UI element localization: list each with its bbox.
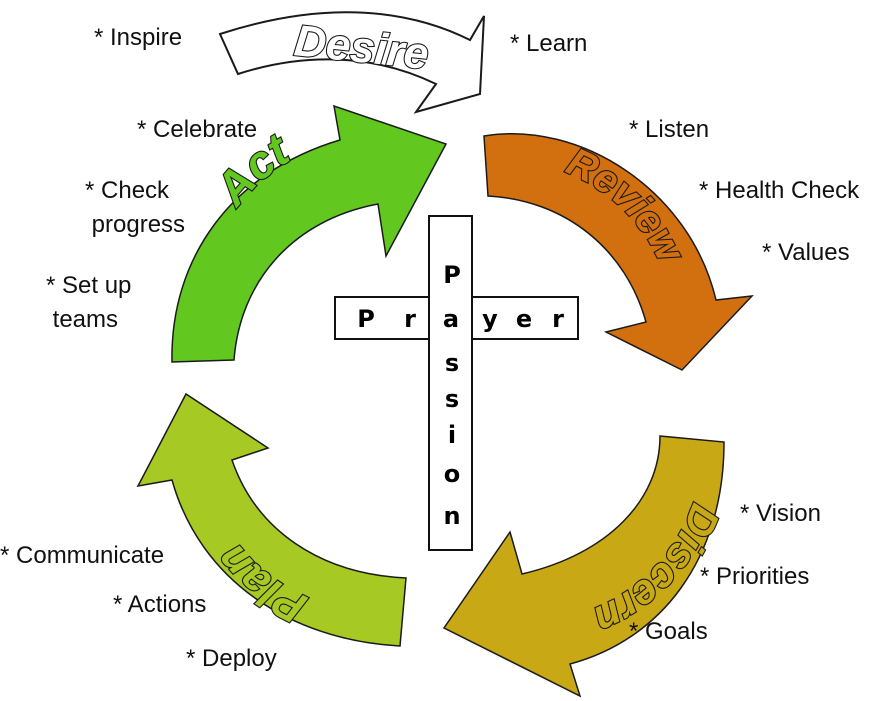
note-priorities: * Priorities	[700, 563, 810, 590]
note-learn: * Learn	[510, 30, 588, 57]
note-check-progress: * Check progress	[85, 177, 186, 238]
passion-letter: s	[445, 349, 459, 377]
note-deploy: * Deploy	[186, 645, 277, 672]
note-listen: * Listen	[629, 116, 710, 143]
passion-letter: s	[445, 385, 459, 413]
passion-letter: n	[443, 502, 460, 530]
prayer-letter: y	[482, 305, 498, 333]
cross-vertical-box	[428, 215, 473, 551]
desire-arrow: Desire	[218, 11, 485, 114]
note-health-check: * Health Check	[699, 177, 860, 204]
prayer-letter: r	[404, 305, 416, 333]
note-communicate: * Communicate	[0, 542, 165, 569]
note-celebrate: * Celebrate	[137, 116, 258, 143]
passion-letter: P	[443, 261, 461, 289]
prayer-letter: P	[357, 305, 375, 333]
note-actions: * Actions	[113, 591, 207, 618]
note-inspire: * Inspire	[94, 24, 183, 51]
passion-letter: o	[444, 460, 461, 488]
note-values: * Values	[762, 239, 850, 266]
prayer-letter: a	[443, 305, 459, 333]
act-arrow: Act	[171, 104, 448, 363]
note-vision: * Vision	[740, 500, 821, 527]
passion-letter: i	[448, 421, 456, 449]
note-goals: * Goals	[629, 618, 708, 645]
note-set-up-teams: * Set up teams	[46, 272, 132, 333]
prayer-letter: e	[516, 305, 532, 333]
discern-arrow: Discern	[442, 435, 730, 698]
prayer-letter: r	[552, 305, 564, 333]
